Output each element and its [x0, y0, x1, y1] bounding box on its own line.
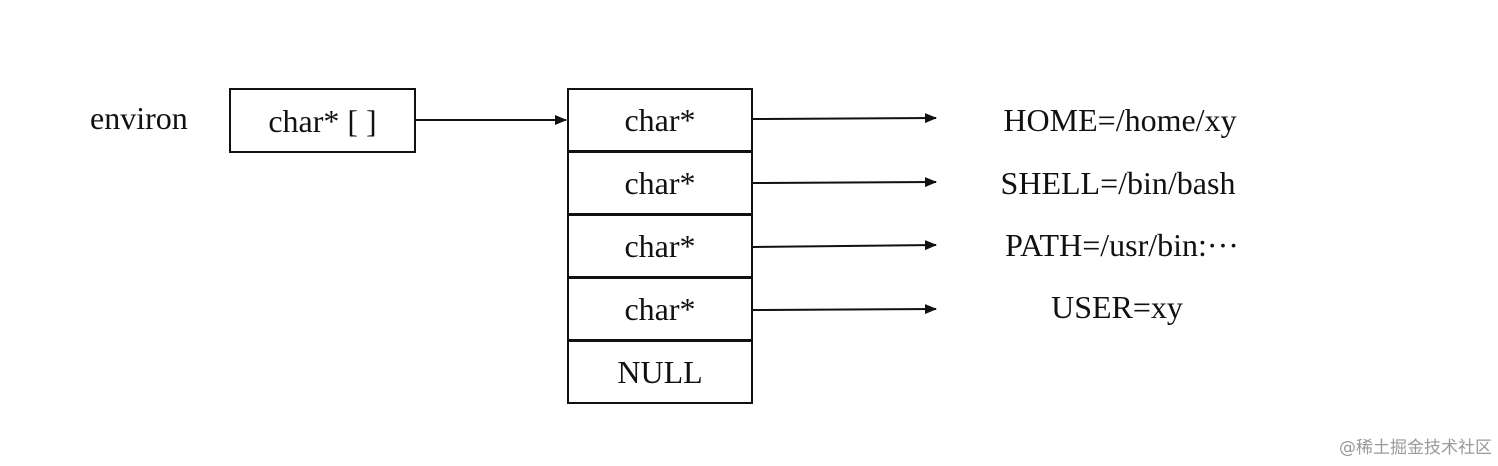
null-terminator-label: NULL	[617, 354, 703, 390]
pointer-cell: char*	[567, 88, 753, 152]
pointer-cell-label: char*	[624, 291, 696, 327]
env-string-arrow	[752, 113, 937, 124]
pointer-cell: char*	[567, 277, 753, 341]
env-string-path: PATH=/usr/bin:···	[1005, 227, 1239, 263]
env-string-arrow	[752, 304, 937, 315]
env-string-shell: SHELL=/bin/bash	[1000, 165, 1236, 201]
env-string-arrow	[752, 177, 937, 188]
pointer-cell-label: char*	[624, 102, 696, 138]
environ-variable-label: environ	[90, 100, 188, 136]
array-type-box: char* [ ]	[229, 88, 416, 153]
env-string-home: HOME=/home/xy	[1003, 102, 1237, 138]
null-terminator-cell: NULL	[567, 340, 753, 404]
watermark: @稀土掘金技术社区	[1339, 438, 1492, 458]
pointer-cell-label: char*	[624, 165, 696, 201]
array-type-label: char* [ ]	[268, 102, 377, 139]
pointer-cell-label: char*	[624, 228, 696, 264]
env-string-arrow	[752, 240, 937, 251]
env-string-user: USER=xy	[1051, 289, 1183, 325]
